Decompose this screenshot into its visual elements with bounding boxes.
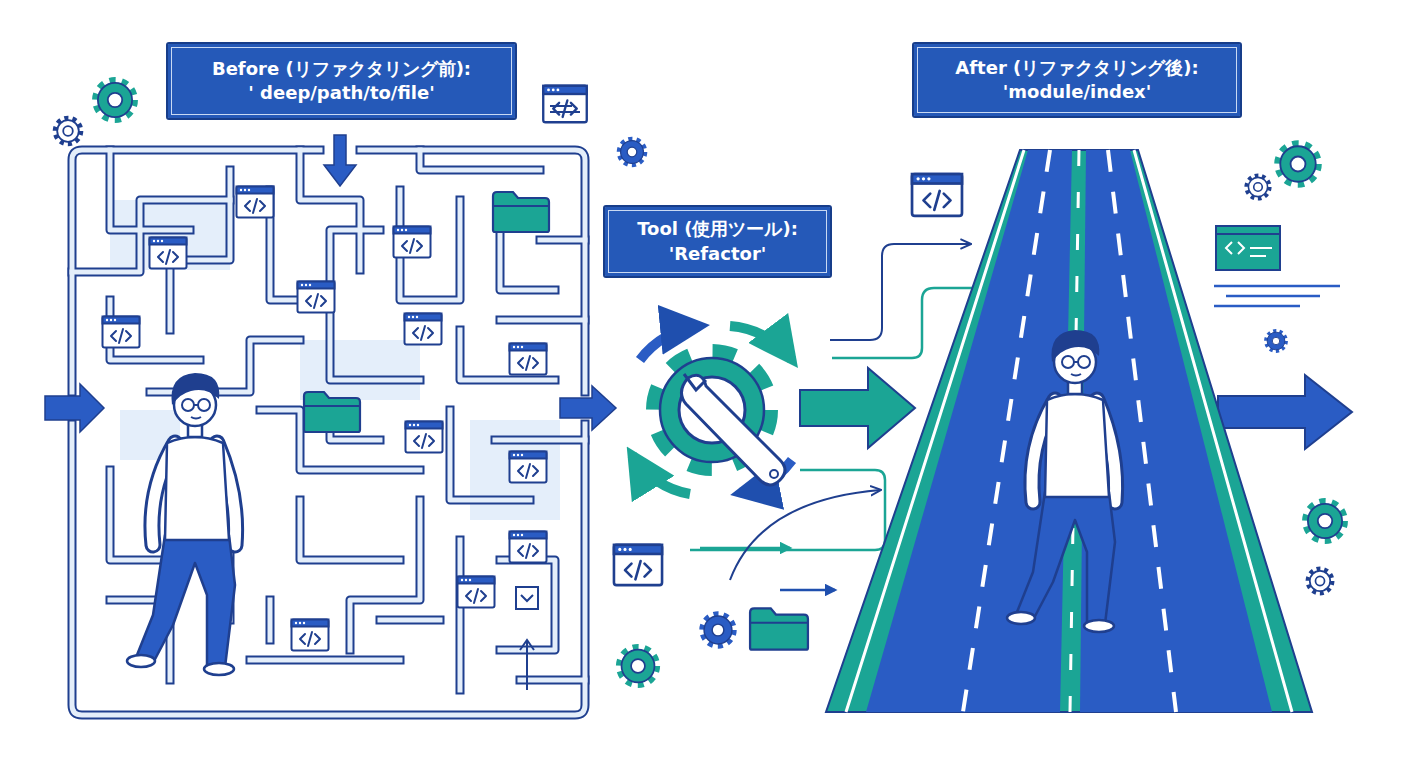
highway — [826, 150, 1312, 712]
box-heading: Before (リファクタリング前): — [212, 57, 471, 81]
person-lost — [127, 373, 236, 675]
label-box: After (リファクタリング後):'module/index' — [912, 42, 1242, 118]
label-box: Tool (使用ツール):'Refactor' — [603, 205, 832, 278]
box-value: ' deep/path/to/file' — [248, 81, 434, 105]
box-heading: Tool (使用ツール): — [637, 217, 798, 241]
box-value: 'Refactor' — [669, 242, 767, 266]
label-box: Before (リファクタリング前):' deep/path/to/file' — [166, 42, 517, 120]
maze-walls — [72, 150, 585, 715]
maze — [72, 150, 585, 715]
decorations — [55, 81, 1344, 684]
box-heading: After (リファクタリング後): — [955, 56, 1198, 80]
maze-walls-fill — [72, 150, 585, 715]
box-value: 'module/index' — [1003, 80, 1151, 104]
person-walking — [1007, 330, 1116, 632]
refactor-gear — [632, 326, 792, 494]
